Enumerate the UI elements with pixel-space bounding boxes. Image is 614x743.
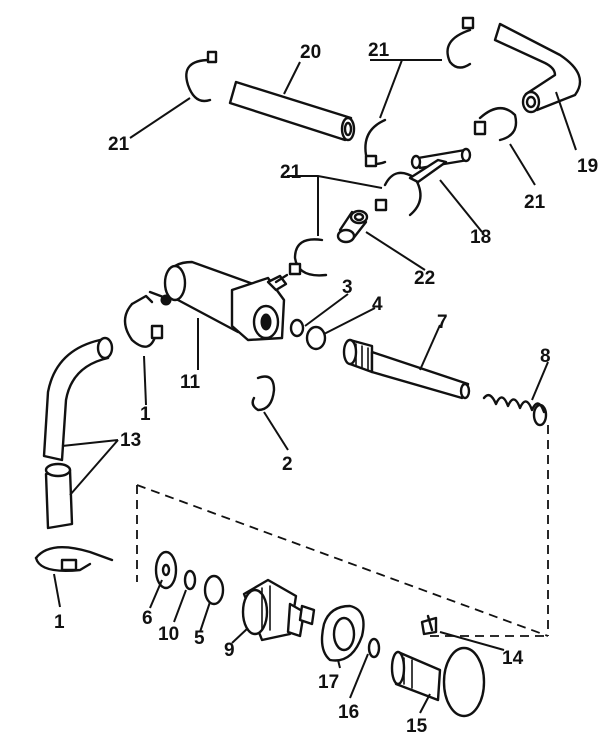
o-ring-10 [183,569,197,591]
callout-3: 3 [342,277,353,298]
callout-10: 10 [158,624,179,645]
callout-6: 6 [142,608,153,629]
callout-13: 13 [120,430,141,451]
washer-6 [154,550,178,590]
callout-21-right: 21 [524,192,546,213]
clamp-21-middle [364,118,387,168]
o-ring-5 [203,574,225,606]
hose-20 [228,80,356,142]
callout-21-left: 21 [108,134,130,155]
assembly-guide-line [136,425,549,637]
plunger-rod-7 [342,338,471,400]
callout-8: 8 [540,346,551,367]
o-ring-3 [289,318,305,338]
clamp-21-right [473,107,518,142]
o-ring-16 [367,637,381,659]
clamp-1-upper [123,294,164,348]
callout-1-lower: 1 [54,612,65,633]
callout-22: 22 [414,268,435,289]
callout-16: 16 [338,702,359,723]
o-ring-4 [305,325,327,351]
clamp-21-left [185,50,218,103]
callout-19: 19 [577,156,598,177]
leader-lines [53,59,577,714]
tee-fitting-18 [408,147,472,184]
callout-4: 4 [372,294,383,315]
callout-7: 7 [437,312,448,333]
clamp-1-lower [34,546,114,572]
callout-5: 5 [194,628,205,649]
retaining-ring-2 [251,375,276,412]
callout-17: 17 [318,672,339,693]
primer-knob-15 [390,646,486,718]
callout-9: 9 [224,640,235,661]
clamp-21-lower-left [288,238,328,277]
callout-1-upper: 1 [140,404,151,425]
callout-20: 20 [300,42,321,63]
callout-14: 14 [502,648,524,669]
cap-ring-17 [320,604,365,662]
spring-8 [482,393,548,427]
hose-13 [42,336,114,530]
callout-15: 15 [406,716,428,737]
sleeve-22 [336,209,369,244]
callout-18: 18 [470,227,491,248]
pump-body-11 [148,260,289,342]
callout-21-middle: 21 [280,162,302,183]
elbow-hose-19 [493,22,582,114]
callout-2: 2 [282,454,293,475]
valve-body-9 [241,578,316,642]
callout-11: 11 [180,372,201,393]
callout-numbers: 20 21 21 19 21 21 18 22 3 4 7 8 11 1 13 … [54,40,598,737]
screw-14 [420,614,438,636]
callout-21-top: 21 [368,40,390,61]
clamp-21-top-right [446,16,475,69]
